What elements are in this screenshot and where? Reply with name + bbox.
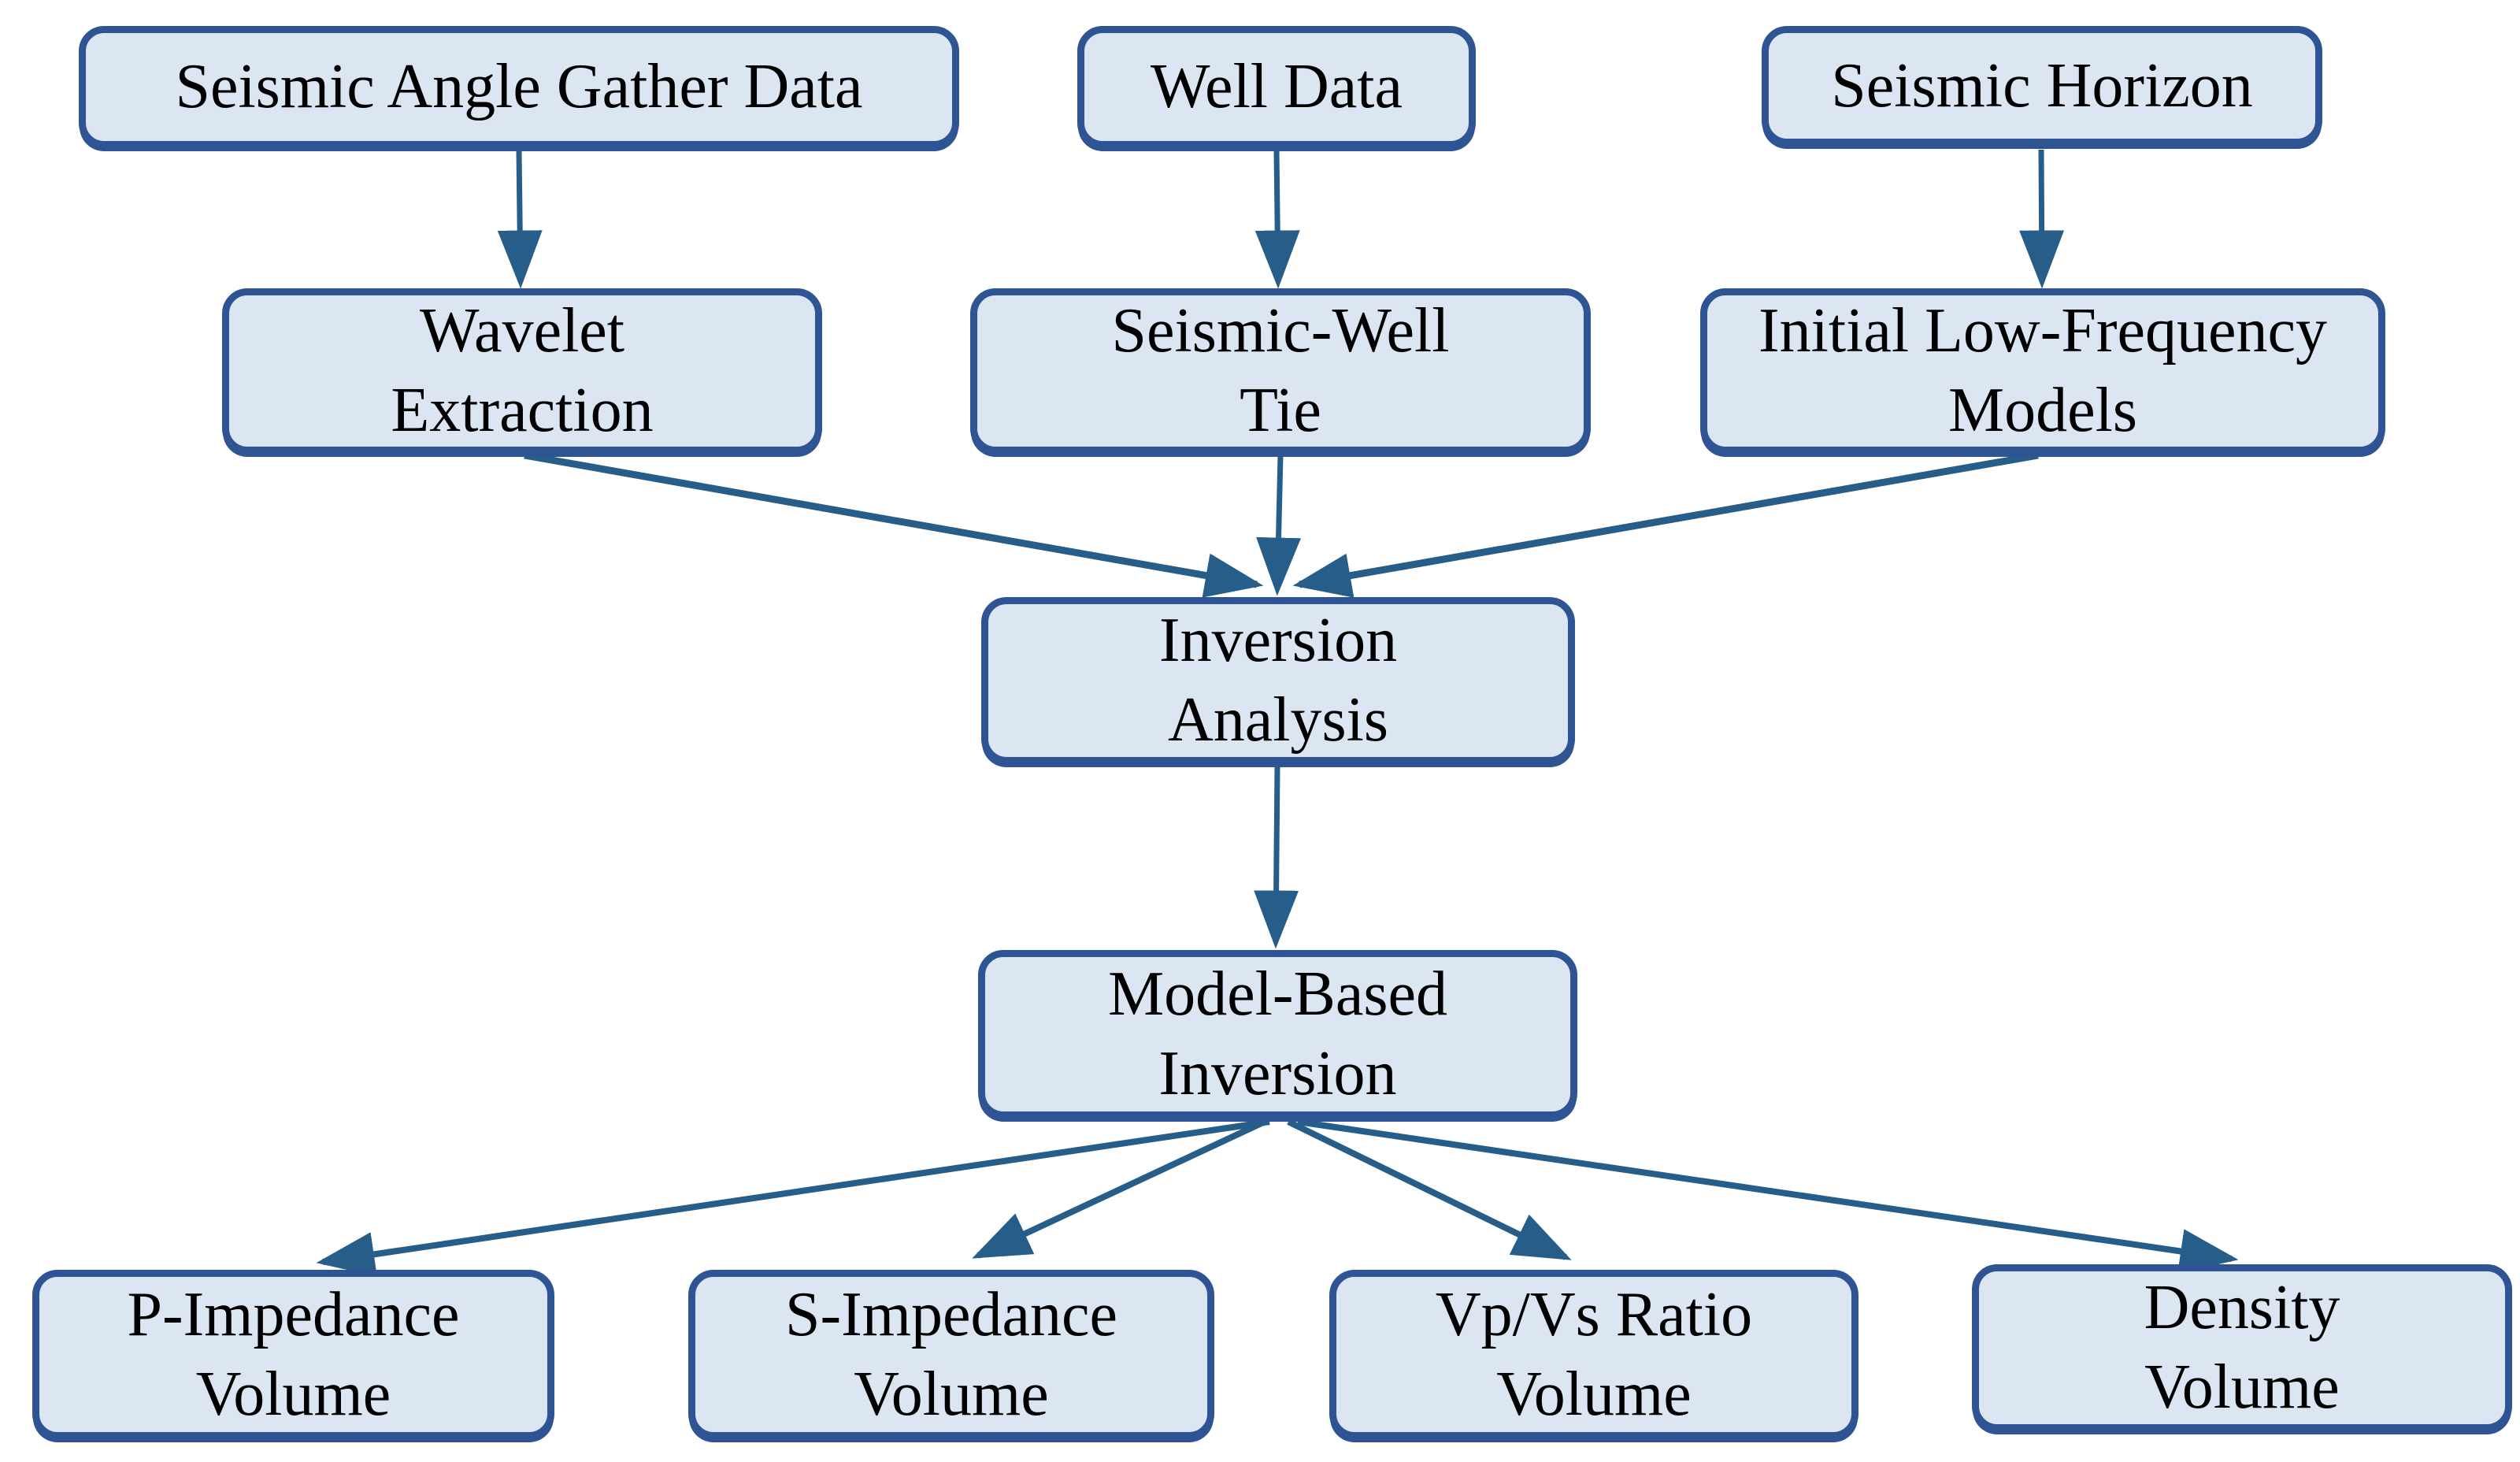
node-label: S-Impedance Volume bbox=[784, 1279, 1118, 1429]
node-density-volume: Density Volume bbox=[1972, 1264, 2512, 1431]
arrow-to-p-impedance bbox=[316, 1119, 1270, 1277]
node-label: Inversion Analysis bbox=[1158, 606, 1398, 755]
node-seismic-horizon: Seismic Horizon bbox=[1762, 26, 2322, 146]
node-label: Well Data bbox=[1150, 52, 1403, 122]
node-label: Initial Low-Frequency Models bbox=[1758, 296, 2327, 445]
node-label: Wavelet Extraction bbox=[391, 296, 654, 445]
node-label: Vp/Vs Ratio Volume bbox=[1435, 1279, 1753, 1429]
node-well-data: Well Data bbox=[1077, 26, 1476, 148]
arrow-horizon-to-models bbox=[2019, 149, 2065, 289]
node-seismic-angle-gather-data: Seismic Angle Gather Data bbox=[79, 26, 959, 148]
arrow-models-to-analysis bbox=[1292, 451, 2039, 598]
arrow-to-density bbox=[1297, 1119, 2239, 1274]
arrow-wavelet-to-analysis bbox=[524, 451, 1264, 598]
arrow-welldata-to-tie bbox=[1254, 150, 1300, 289]
arrow-to-vpvs-ratio bbox=[1287, 1119, 1572, 1260]
node-label: P-Impedance Volume bbox=[127, 1279, 460, 1429]
arrow-to-s-impedance bbox=[972, 1119, 1266, 1259]
node-label: Seismic-Well Tie bbox=[1111, 296, 1450, 445]
arrow-analysis-to-modelbased bbox=[1254, 766, 1299, 949]
node-seismic-well-tie: Seismic-Well Tie bbox=[970, 288, 1591, 454]
arrow-gather-to-wavelet bbox=[497, 150, 543, 289]
node-inversion-analysis: Inversion Analysis bbox=[981, 597, 1575, 764]
node-label: Density Volume bbox=[2144, 1273, 2340, 1422]
arrow-tie-to-analysis bbox=[1256, 455, 1301, 596]
node-s-impedance-volume: S-Impedance Volume bbox=[688, 1270, 1214, 1439]
node-model-based-inversion: Model-Based Inversion bbox=[978, 950, 1577, 1119]
node-p-impedance-volume: P-Impedance Volume bbox=[32, 1270, 554, 1439]
node-label: Seismic Horizon bbox=[1831, 50, 2253, 121]
node-label: Seismic Angle Gather Data bbox=[175, 52, 863, 122]
node-wavelet-extraction: Wavelet Extraction bbox=[222, 288, 822, 454]
node-initial-low-frequency-models: Initial Low-Frequency Models bbox=[1700, 288, 2385, 454]
node-vpvs-ratio-volume: Vp/Vs Ratio Volume bbox=[1329, 1270, 1858, 1439]
node-label: Model-Based Inversion bbox=[1107, 959, 1447, 1108]
